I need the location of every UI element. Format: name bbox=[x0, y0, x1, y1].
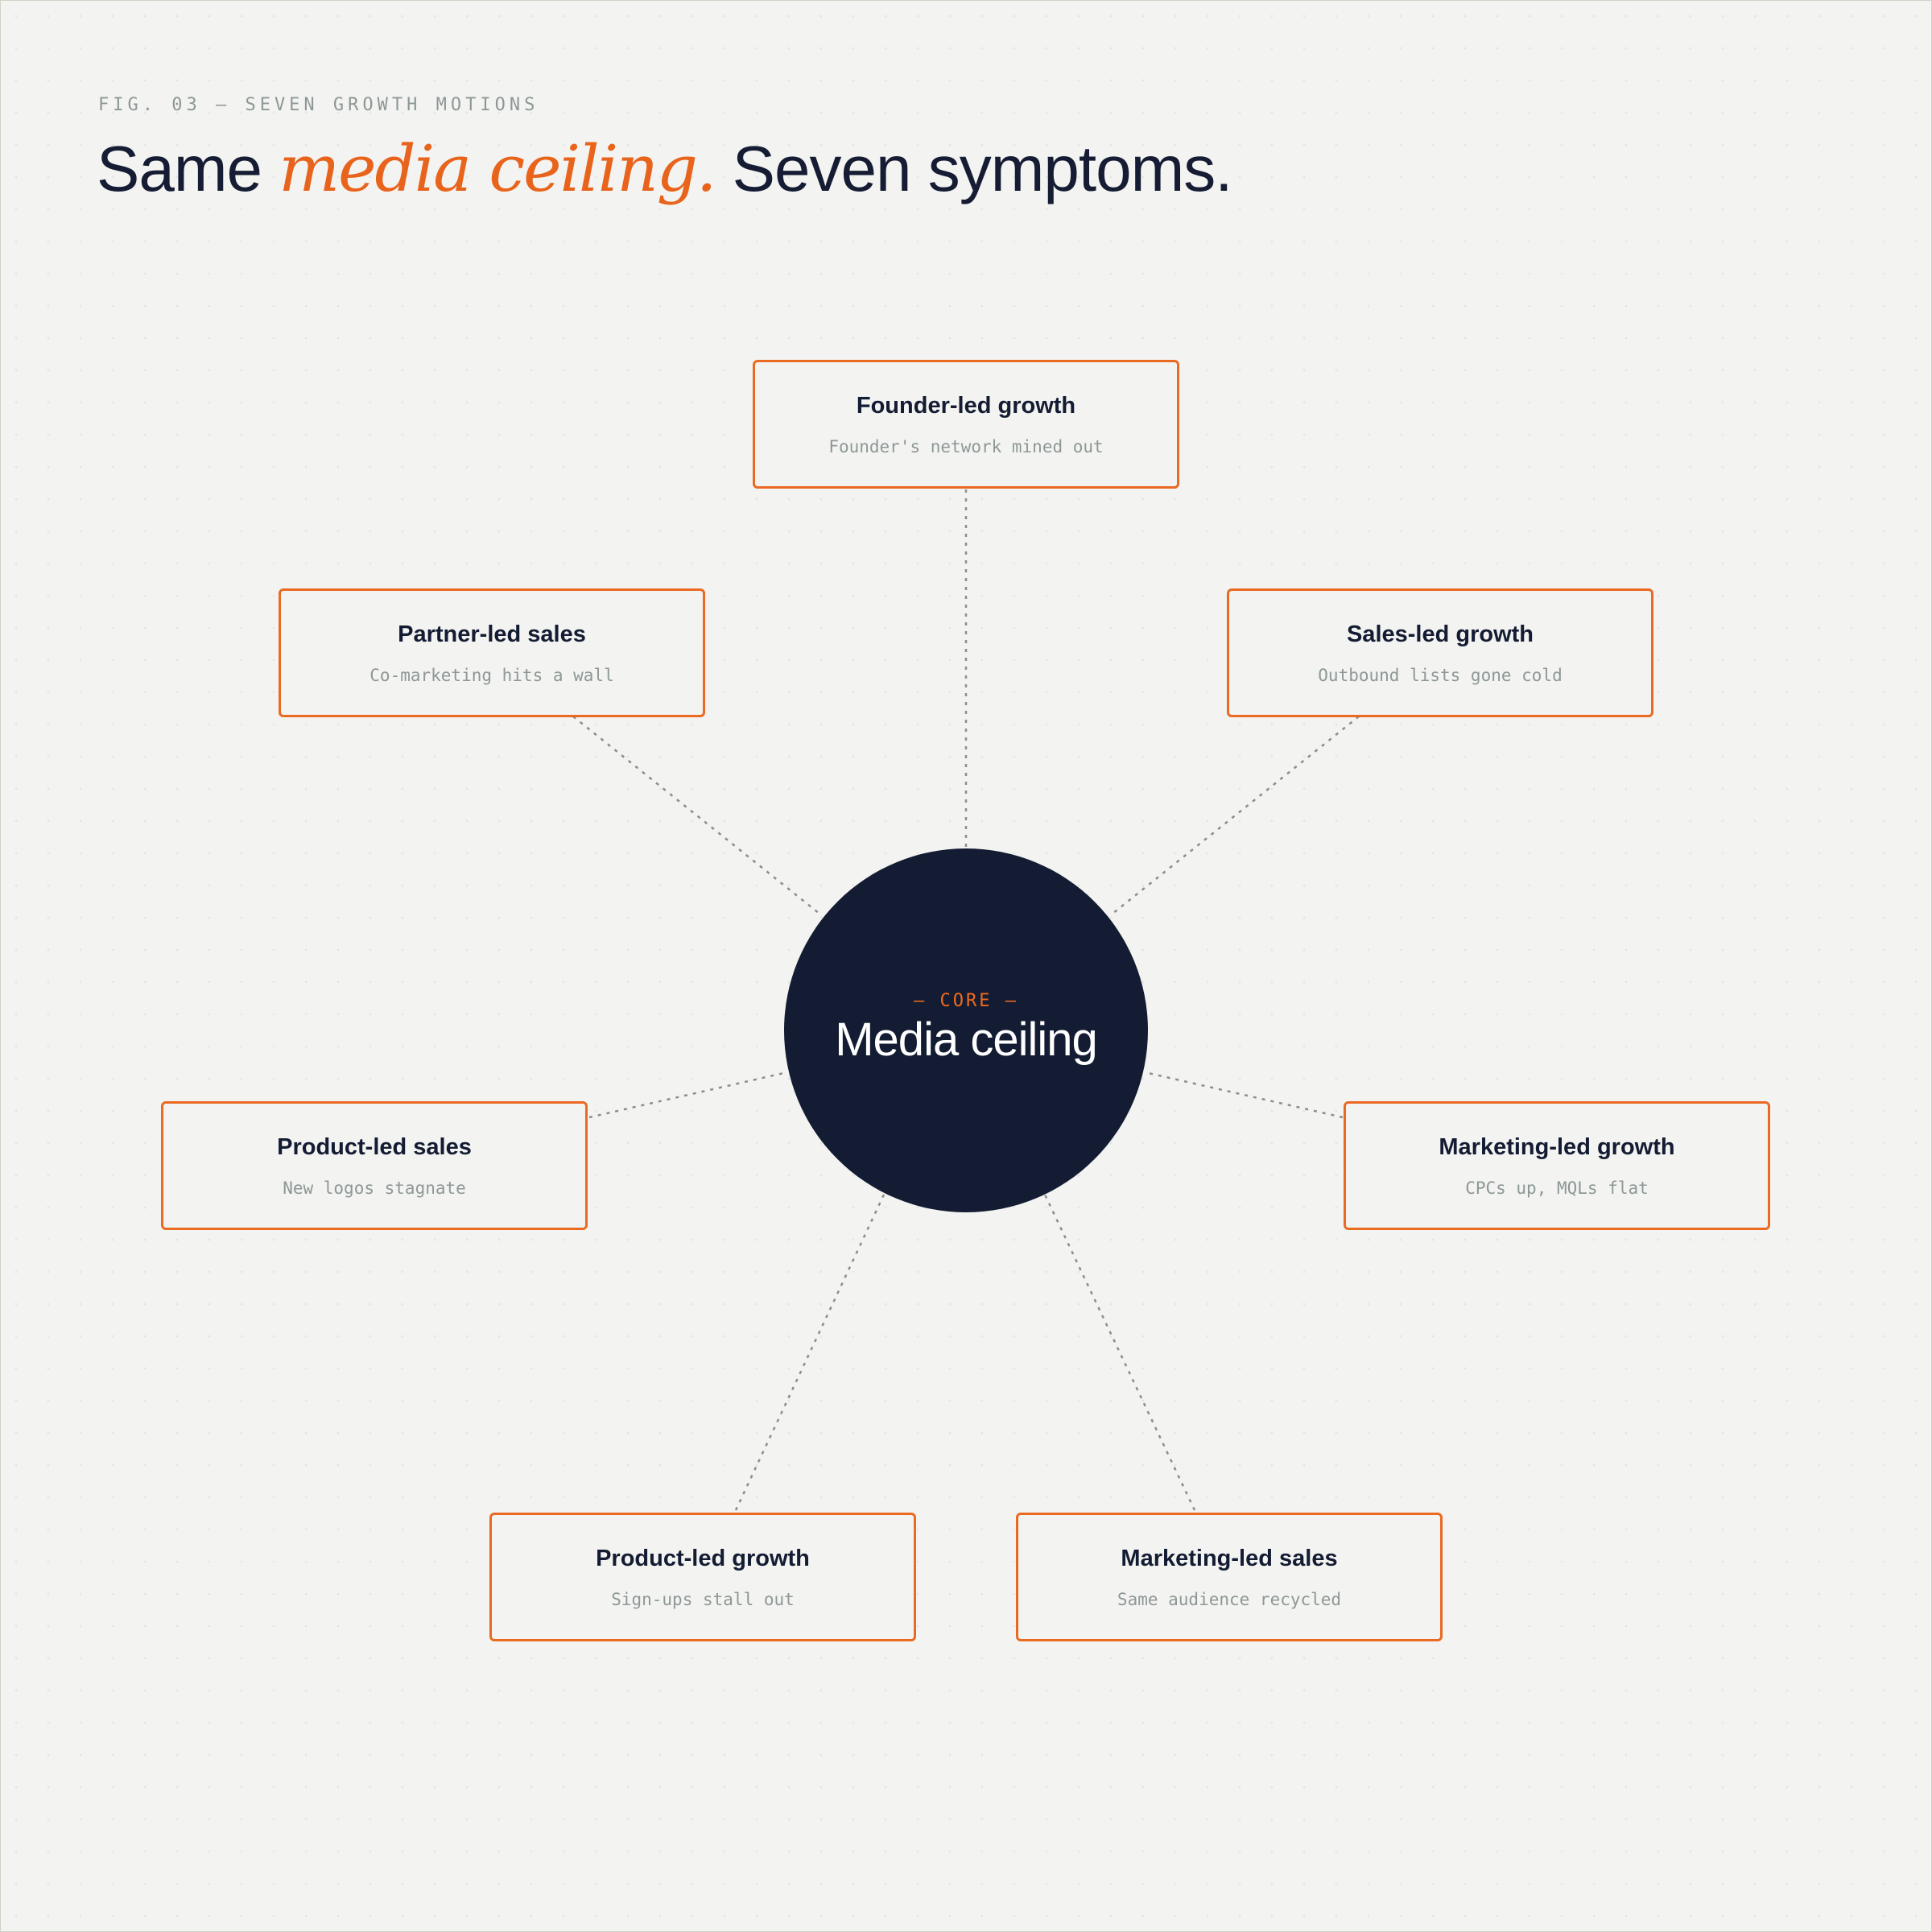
connector-marketing-led-growth bbox=[1144, 1071, 1344, 1119]
node-title: Marketing-led growth bbox=[1439, 1134, 1675, 1160]
node-subtitle: Co-marketing hits a wall bbox=[369, 666, 614, 685]
node-title: Marketing-led sales bbox=[1121, 1546, 1338, 1571]
title-lead: Same bbox=[97, 133, 279, 204]
node-title: Founder-led growth bbox=[856, 393, 1076, 419]
node-title: Product-led sales bbox=[277, 1134, 472, 1160]
node-title: Partner-led sales bbox=[398, 621, 586, 647]
node-subtitle: Same audience recycled bbox=[1117, 1590, 1342, 1609]
core-title: Media ceiling bbox=[835, 1013, 1098, 1066]
connector-product-led-growth bbox=[734, 1194, 886, 1511]
node-subtitle: Sign-ups stall out bbox=[611, 1590, 795, 1609]
node-subtitle: Founder's network mined out bbox=[828, 437, 1104, 456]
node-product-led-growth: Product-led growth Sign-ups stall out bbox=[489, 1513, 916, 1641]
page-title: Same media ceiling. Seven symptoms. bbox=[97, 130, 1232, 208]
title-tail: Seven symptoms. bbox=[715, 133, 1233, 204]
node-subtitle: CPCs up, MQLs flat bbox=[1465, 1179, 1649, 1198]
connector-partner-led bbox=[572, 716, 820, 914]
figure-label: FIG. 03 — SEVEN GROWTH MOTIONS bbox=[98, 95, 539, 115]
core-tag: — CORE — bbox=[914, 991, 1018, 1011]
node-product-led-sales: Product-led sales New logos stagnate bbox=[161, 1101, 588, 1230]
core-circle: — CORE — Media ceiling bbox=[784, 848, 1148, 1212]
node-subtitle: Outbound lists gone cold bbox=[1318, 666, 1563, 685]
node-marketing-led-sales: Marketing-led sales Same audience recycl… bbox=[1016, 1513, 1443, 1641]
node-subtitle: New logos stagnate bbox=[283, 1179, 466, 1198]
connector-product-led-sales bbox=[588, 1071, 788, 1119]
connector-marketing-led-sales bbox=[1043, 1194, 1196, 1511]
node-founder-led-growth: Founder-led growth Founder's network min… bbox=[753, 360, 1179, 489]
node-partner-led-sales: Partner-led sales Co-marketing hits a wa… bbox=[279, 588, 705, 717]
node-sales-led-growth: Sales-led growth Outbound lists gone col… bbox=[1227, 588, 1653, 717]
title-accent: media ceiling. bbox=[279, 131, 716, 206]
connector-sales-led bbox=[1112, 716, 1360, 914]
node-title: Sales-led growth bbox=[1346, 621, 1534, 647]
node-marketing-led-growth: Marketing-led growth CPCs up, MQLs flat bbox=[1344, 1101, 1770, 1230]
node-title: Product-led growth bbox=[596, 1546, 810, 1571]
